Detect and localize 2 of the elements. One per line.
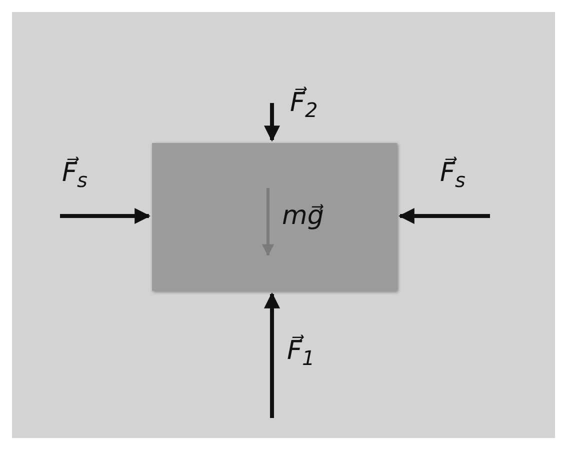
block — [152, 143, 397, 291]
force-label: mg⃗ — [282, 203, 324, 229]
